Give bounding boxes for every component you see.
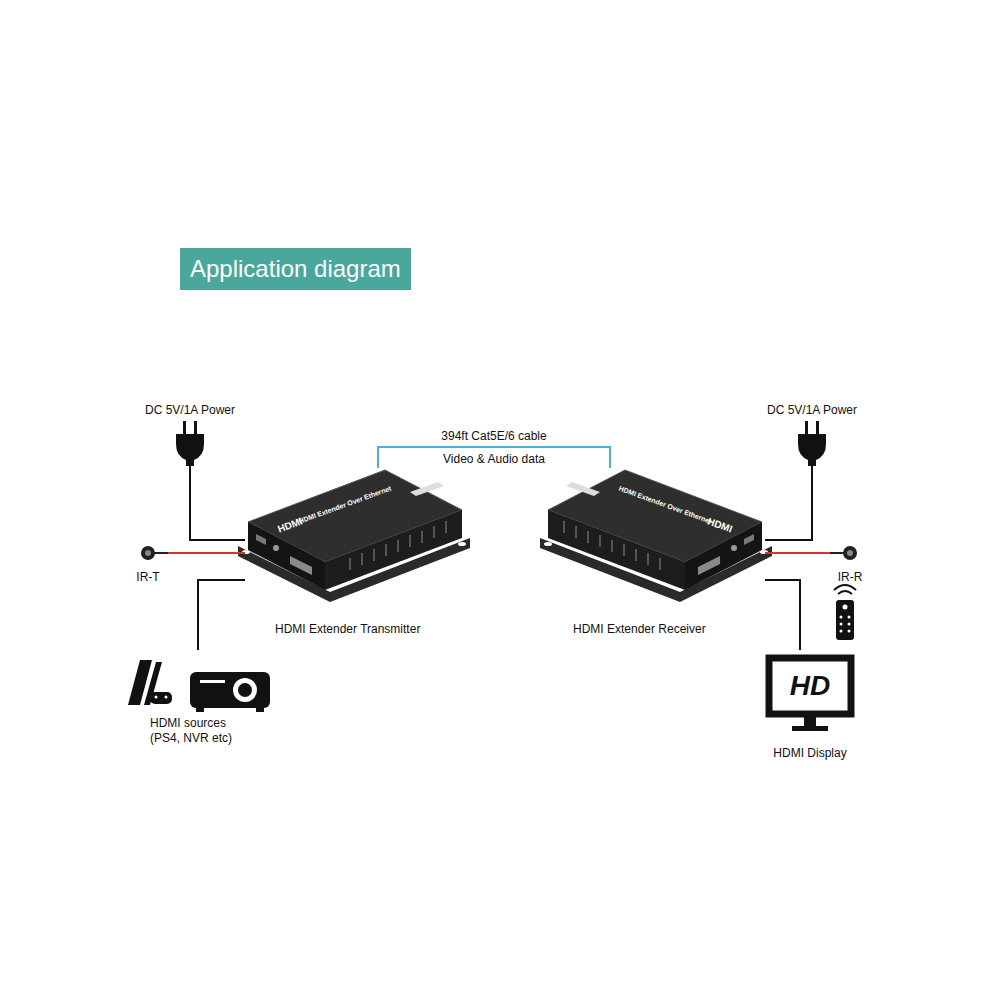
source-label: HDMI sources (PS4, NVR etc) [150, 716, 245, 746]
extender-device [238, 470, 470, 602]
ir-sensor: IR-T [128, 540, 168, 586]
device-label: HDMI Extender Receiver [573, 622, 706, 637]
connector-line [378, 447, 610, 468]
receiver-box: HDMI Extender Receiver [543, 468, 765, 607]
power-supply: DC 5V/1A Power [135, 403, 245, 475]
ir-label: IR-R [838, 570, 863, 585]
connector-line [765, 580, 800, 650]
ir-sensor: IR-R [830, 540, 870, 586]
connector-line [765, 552, 830, 554]
power-label: DC 5V/1A Power [767, 403, 857, 418]
power-plug-symbol [176, 421, 204, 475]
connector-line [198, 580, 245, 650]
connector-line [765, 475, 812, 540]
hdmi-display: HD HDMI Display [760, 650, 860, 762]
connector-line [190, 475, 245, 540]
screen-text: HD [790, 670, 830, 702]
display-label: HDMI Display [773, 746, 846, 761]
power-label: DC 5V/1A Power [145, 403, 235, 418]
hdmi-source-icons [128, 660, 270, 712]
device-marking: HDMI Extender Over Ethernet [618, 485, 713, 526]
device-marking: HDMI Extender Over Ethernet [298, 485, 393, 526]
hdmi-source: HDMI sources (PS4, NVR etc) [120, 650, 280, 750]
signal-label: Video & Audio data [443, 452, 545, 466]
diagram-title: Application diagram [180, 248, 411, 290]
monitor-icon [769, 658, 851, 731]
device-label: HDMI Extender Transmitter [275, 622, 420, 637]
connector-line [168, 552, 245, 554]
remote-icon [834, 585, 856, 640]
ir-sensor [141, 546, 857, 560]
power-supply: DC 5V/1A Power [757, 403, 867, 475]
cable-label: 394ft Cat5E/6 cable [439, 429, 548, 443]
transmitter-box: HDMI Extender Transmitter [245, 468, 467, 607]
ir-label: IR-T [136, 570, 159, 585]
